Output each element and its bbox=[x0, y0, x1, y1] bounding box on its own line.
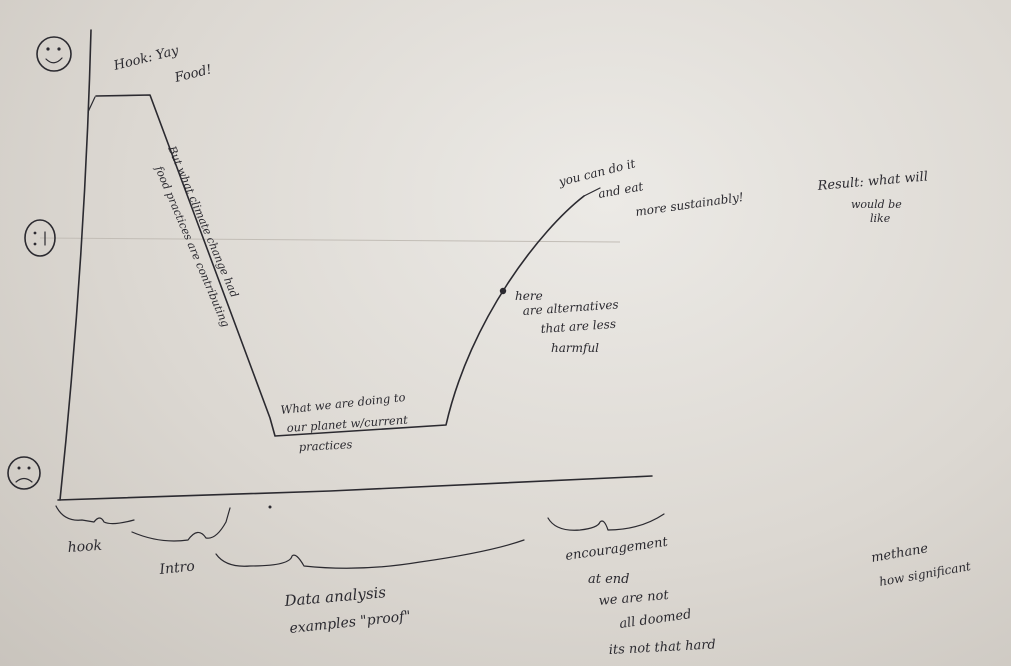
trough-label: What we are doing to bbox=[280, 390, 406, 417]
methane-label-2: how significant bbox=[878, 559, 972, 589]
hook-section-brace bbox=[55, 505, 135, 525]
data-section-label: Data analysis bbox=[283, 583, 387, 610]
x-axis bbox=[57, 475, 653, 501]
rise-label-3: that are less bbox=[540, 317, 616, 336]
peak-label-3: more sustainably! bbox=[634, 190, 744, 219]
hook-label-2: Food! bbox=[172, 62, 213, 86]
encouragement-section-brace bbox=[547, 513, 665, 531]
neutral-face-icon bbox=[24, 219, 56, 257]
encouragement-label-3: we are not bbox=[598, 588, 670, 609]
curve-top-extension bbox=[583, 187, 601, 197]
data-section-label-2: examples "proof" bbox=[289, 608, 412, 637]
paper-fold bbox=[39, 237, 621, 243]
methane-label: methane bbox=[870, 541, 929, 566]
sad-face-icon bbox=[7, 456, 41, 490]
trough-label-3: practices bbox=[298, 437, 352, 454]
result-label: Result: what will bbox=[816, 169, 929, 194]
curve-point-marker bbox=[499, 287, 507, 295]
hook-section-label: hook bbox=[67, 538, 102, 556]
hook-label: Hook: Yay bbox=[111, 43, 180, 74]
result-label-3: like bbox=[870, 212, 891, 225]
story-curve bbox=[95, 94, 585, 437]
peak-label-2: and eat bbox=[597, 179, 644, 201]
encouragement-label-4: all doomed bbox=[618, 607, 692, 632]
encouragement-label: encouragement bbox=[564, 535, 669, 564]
intro-section-brace bbox=[131, 507, 231, 542]
story-curve-hook-tick bbox=[87, 96, 96, 113]
encouragement-label-5: its not that hard bbox=[608, 637, 716, 658]
rise-label-2: are alternatives bbox=[522, 297, 619, 318]
stray-mark bbox=[268, 505, 272, 509]
rise-label: here bbox=[515, 289, 543, 303]
intro-section-label: Intro bbox=[158, 558, 196, 578]
y-axis bbox=[59, 29, 92, 501]
encouragement-label-2: at end bbox=[588, 572, 630, 587]
happy-face-icon bbox=[36, 36, 72, 72]
rise-label-4: harmful bbox=[551, 341, 599, 355]
data-section-brace bbox=[215, 539, 525, 569]
result-label-2: would be bbox=[851, 198, 902, 211]
